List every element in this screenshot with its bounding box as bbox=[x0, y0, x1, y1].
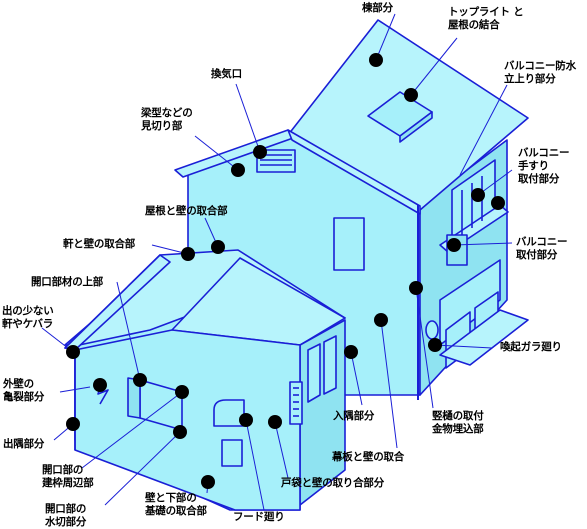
marker-harigata bbox=[231, 163, 245, 177]
label-kanki: 換気口 bbox=[211, 68, 242, 80]
meter-box bbox=[221, 439, 243, 467]
marker-toplight bbox=[404, 88, 418, 102]
label-harigata: 梁型などの 見切り部 bbox=[141, 107, 193, 132]
marker-kiso bbox=[201, 475, 215, 489]
marker-kaikou-water bbox=[173, 425, 187, 439]
label-kaikou-top: 開口部材の上部 bbox=[31, 276, 104, 288]
marker-shutsusumi bbox=[66, 417, 80, 431]
marker-deno-sukunai bbox=[66, 345, 80, 359]
marker-irisumi bbox=[344, 345, 358, 359]
upper-window bbox=[333, 217, 365, 271]
marker-mune bbox=[369, 53, 383, 67]
label-toplight: トップライト と 屋根の結合 bbox=[448, 6, 524, 31]
marker-kaikou-top bbox=[133, 373, 147, 387]
label-kaikou-water: 開口部の 水切部分 bbox=[45, 503, 87, 528]
label-kiso: 壁と下部の 基礎の取合部 bbox=[145, 492, 207, 517]
marker-noki-kabe bbox=[181, 247, 195, 261]
label-deno-sukunai: 出の少ない 軒やケバラ bbox=[2, 305, 54, 330]
lower-facade bbox=[74, 329, 301, 511]
ring-vent bbox=[425, 320, 439, 340]
marker-balcony-waterproof bbox=[471, 188, 485, 202]
label-gaiheki-crack: 外壁の 亀裂部分 bbox=[3, 378, 45, 403]
label-todai: 戸袋と壁の取り合部分 bbox=[281, 477, 384, 489]
marker-kanki bbox=[253, 145, 267, 159]
label-balcony-handrail: バルコニー 手すり 取付部分 bbox=[518, 147, 570, 185]
entrance-step bbox=[439, 309, 529, 366]
label-balcony-waterproof: バルコニー防水 立上り部分 bbox=[504, 60, 576, 85]
marker-gaiheki-crack bbox=[93, 378, 107, 392]
marker-kanki-garari bbox=[428, 338, 442, 352]
main-roof-barge-right bbox=[287, 129, 421, 215]
marker-kaikou-frame bbox=[175, 385, 189, 399]
marker-tatedoi bbox=[409, 281, 423, 295]
label-shutsusumi: 出隅部分 bbox=[3, 438, 45, 450]
marker-makuita bbox=[374, 313, 388, 327]
label-irisumi: 入隅部分 bbox=[333, 410, 375, 422]
label-noki-kabe: 軒と壁の取合部 bbox=[63, 238, 136, 250]
marker-hood bbox=[239, 413, 253, 427]
marker-balcony-mount bbox=[447, 238, 461, 252]
label-kanki-garari: 喚起ガラ廻り bbox=[500, 341, 562, 353]
label-balcony-mount: バルコニー 取付部分 bbox=[516, 236, 568, 261]
marker-balcony-handrail bbox=[491, 196, 505, 210]
label-makuita: 幕板と壁の取合 bbox=[332, 451, 405, 463]
label-hood: フード廻り bbox=[233, 511, 285, 523]
label-tatedoi: 竪樋の取付 金物埋込部 bbox=[432, 410, 484, 435]
label-yane-kabe: 屋根と壁の取合部 bbox=[145, 205, 228, 217]
marker-todai bbox=[268, 415, 282, 429]
label-mune: 棟部分 bbox=[362, 2, 393, 14]
shutter-box bbox=[289, 381, 303, 425]
label-kaikou-frame: 開口部の 建枠周辺部 bbox=[42, 464, 94, 489]
marker-yane-kabe bbox=[211, 240, 225, 254]
